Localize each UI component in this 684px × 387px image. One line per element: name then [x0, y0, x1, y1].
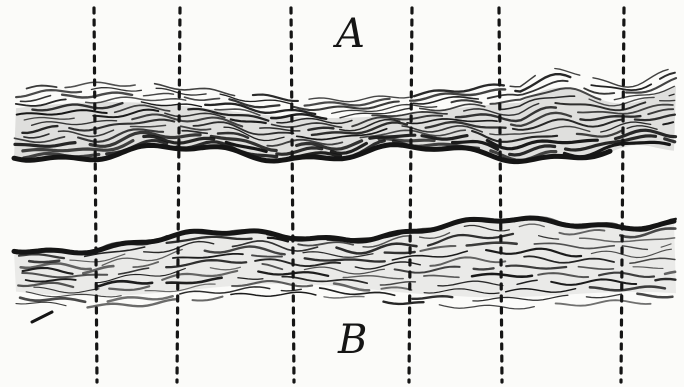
guide-line [499, 8, 502, 382]
band-a-label: A [336, 14, 365, 54]
band-a [14, 69, 676, 163]
band-b [14, 218, 676, 322]
guide-line [409, 8, 412, 382]
guide-line [291, 8, 294, 382]
guide-line [621, 8, 624, 382]
guide-line [177, 8, 180, 382]
guide-line [94, 8, 97, 382]
band-b-label: B [338, 320, 367, 360]
